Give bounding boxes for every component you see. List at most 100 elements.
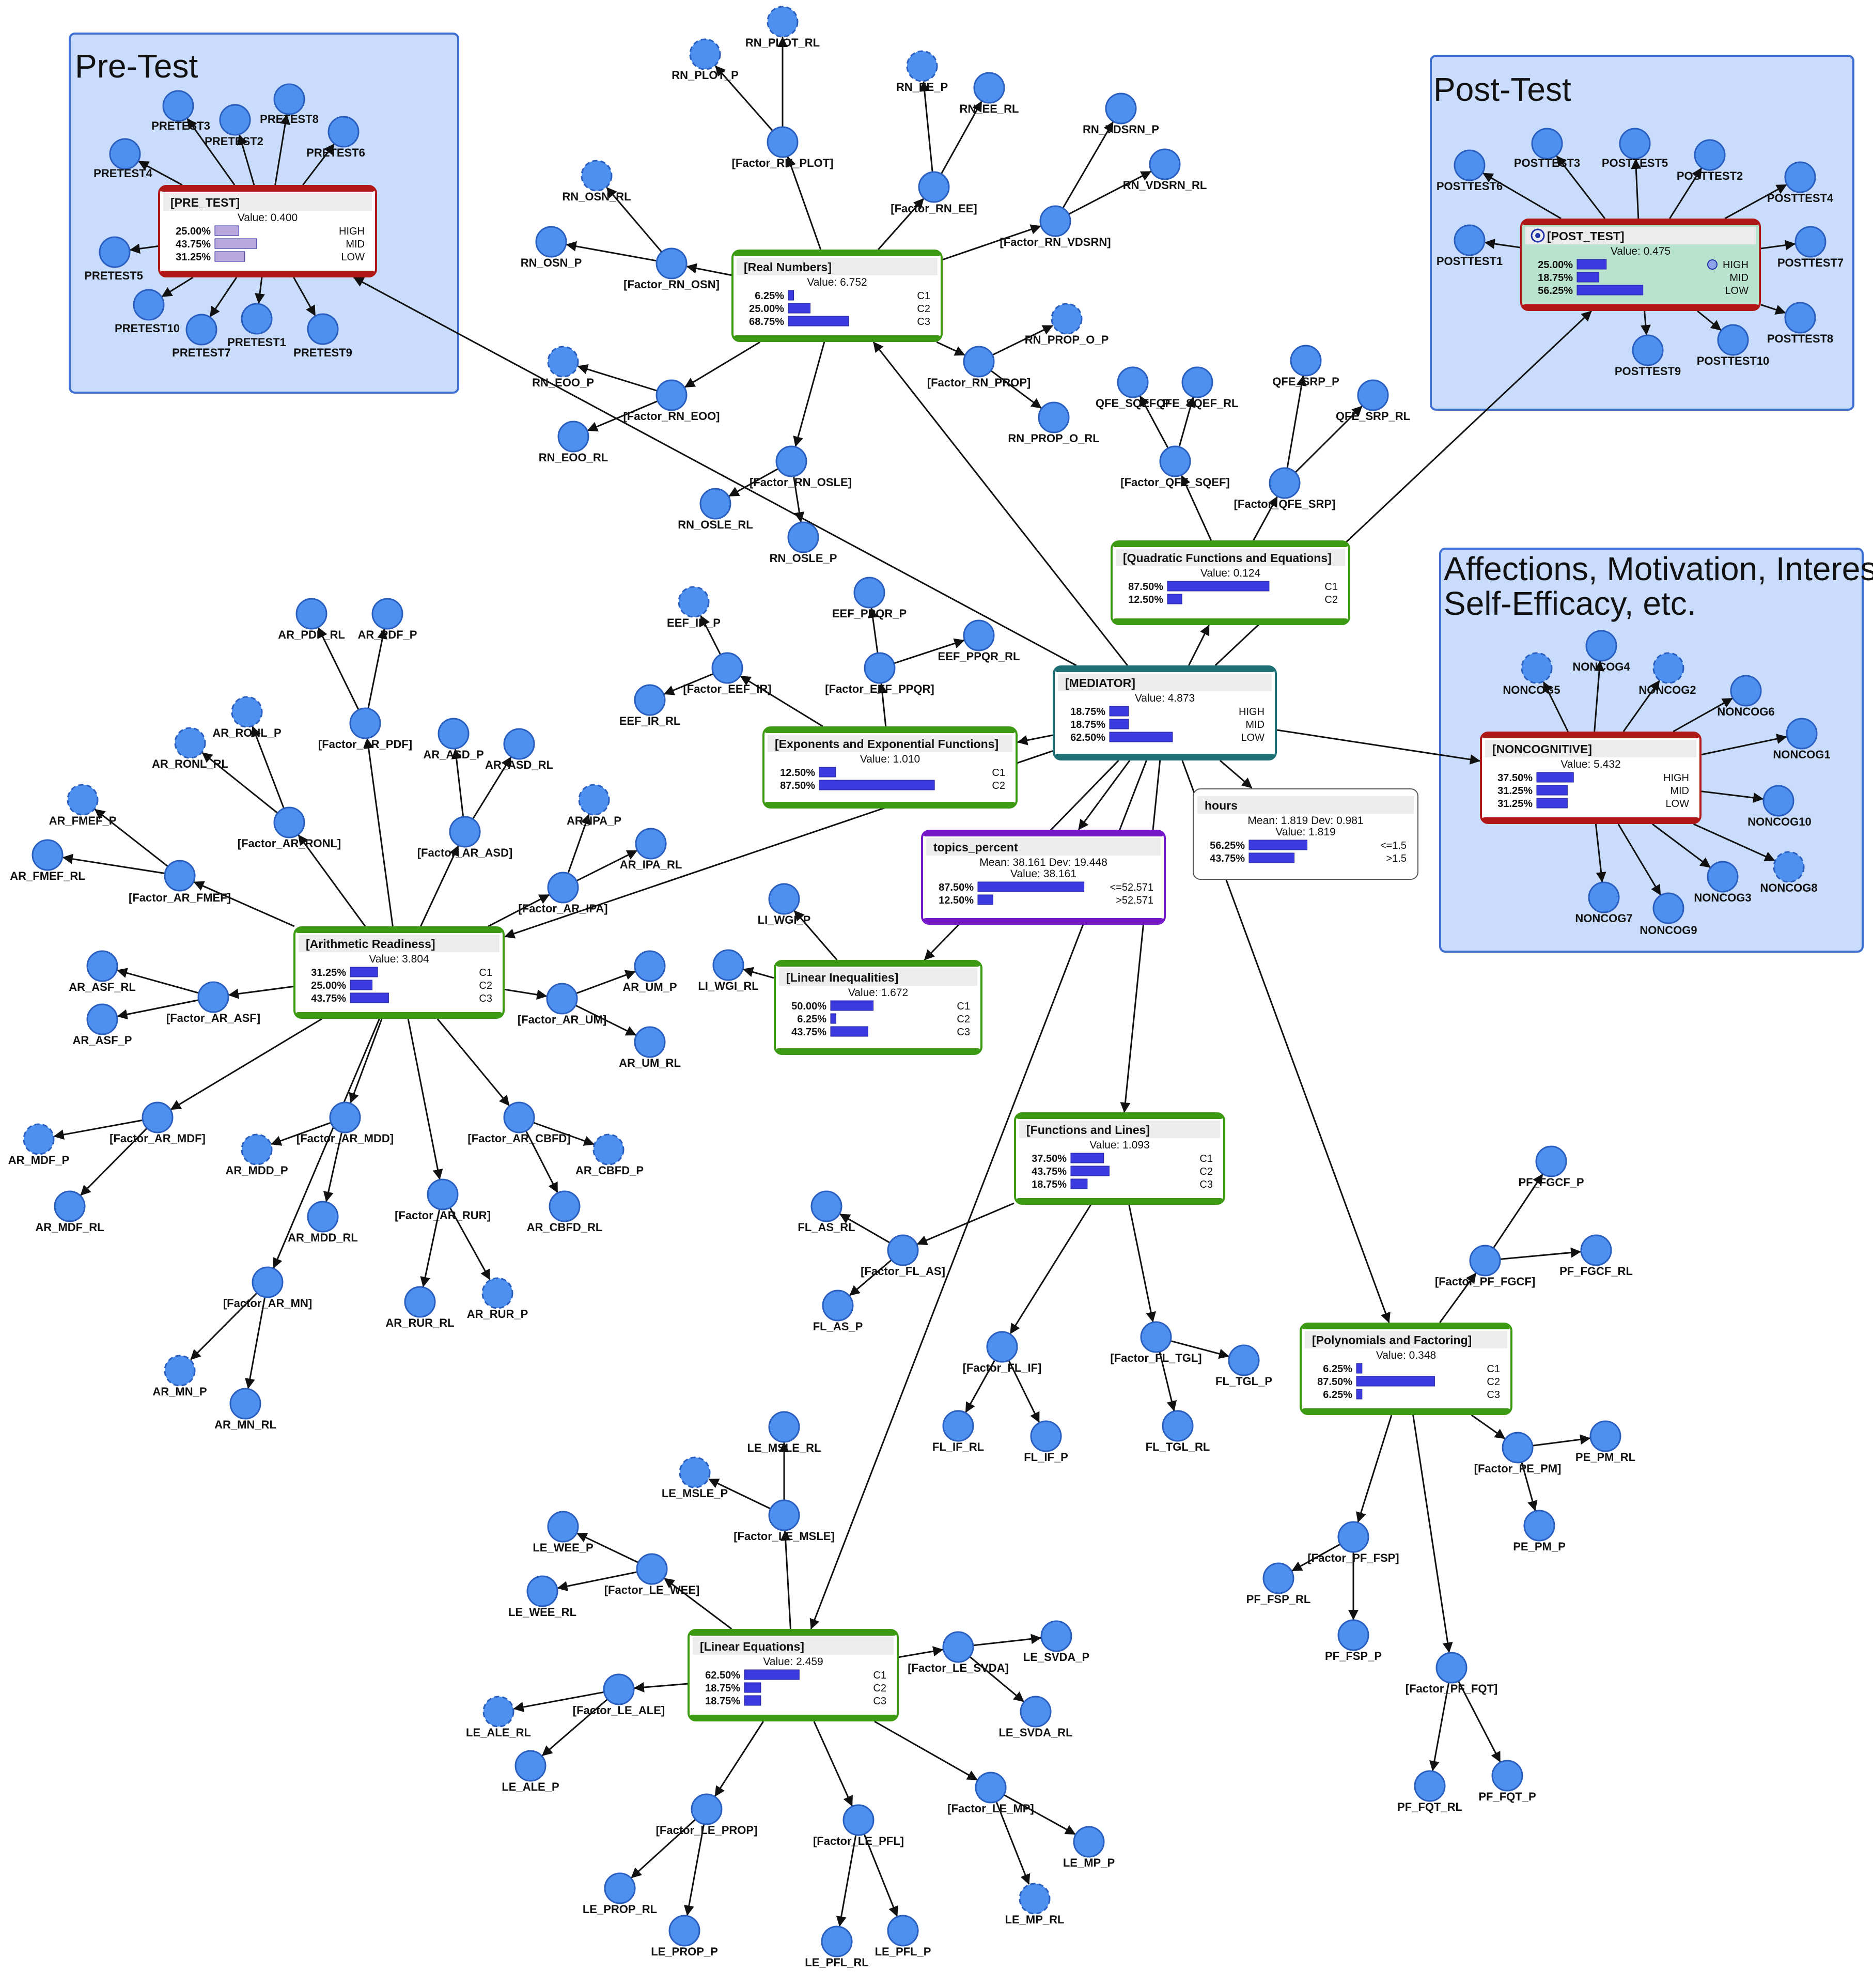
node-eef-ppqr-p[interactable]: EEF_PPQR_P <box>832 577 907 620</box>
node-f-ar-pdf[interactable]: [Factor_AR_PDF] <box>318 707 412 751</box>
node-circle[interactable] <box>822 1290 854 1322</box>
node-circle[interactable] <box>1181 366 1213 398</box>
node-circle[interactable] <box>99 236 131 268</box>
node-pt1[interactable]: PRETEST1 <box>227 303 286 349</box>
node-nc10[interactable]: NONCOG10 <box>1747 785 1812 828</box>
node-circle[interactable] <box>1786 718 1818 750</box>
node-circle[interactable] <box>1619 128 1651 160</box>
node-eef-ir-rl[interactable]: EEF_IR_RL <box>619 684 681 727</box>
node-le-pfl-rl[interactable]: LE_PFL_RL <box>805 1925 869 1969</box>
node-pf-fqt-rl[interactable]: PF_FQT_RL <box>1397 1770 1462 1813</box>
node-circle[interactable] <box>578 784 610 816</box>
node-po7[interactable]: POSTTEST7 <box>1777 226 1844 269</box>
node-circle[interactable] <box>1038 401 1070 433</box>
node-circle[interactable] <box>655 247 688 279</box>
node-circle[interactable] <box>449 816 481 848</box>
node-qfe-srp-p[interactable]: QFE_SRP_P <box>1272 345 1339 388</box>
node-circle[interactable] <box>329 1101 361 1133</box>
node-circle[interactable] <box>231 696 263 728</box>
node-po6[interactable]: POSTTEST6 <box>1437 149 1503 193</box>
node-le-ale-p[interactable]: LE_ALE_P <box>502 1750 559 1793</box>
node-f-le-pfl[interactable]: [Factor_LE_PFL] <box>813 1804 904 1847</box>
node-f-le-msle[interactable]: [Factor_LE_MSLE] <box>733 1499 835 1543</box>
node-circle[interactable] <box>963 619 995 651</box>
node-ar-asf-p[interactable]: AR_ASF_P <box>73 1003 132 1047</box>
node-le-ale-rl[interactable]: LE_ALE_RL <box>466 1696 531 1739</box>
node-nc4[interactable]: NONCOG4 <box>1572 630 1630 673</box>
node-le-prop-p[interactable]: LE_PROP_P <box>651 1915 718 1958</box>
node-circle[interactable] <box>273 806 305 838</box>
node-f-le-prop[interactable]: [Factor_LE_PROP] <box>656 1793 758 1837</box>
node-ar-um-p[interactable]: AR_UM_P <box>622 950 677 993</box>
node-f-ar-mdf[interactable]: [Factor_AR_MDF] <box>110 1101 206 1145</box>
node-circle[interactable] <box>503 1101 535 1133</box>
node-qfe-sqef-rl[interactable]: QFE_SQEF_RL <box>1157 366 1239 410</box>
node-circle[interactable] <box>219 104 251 136</box>
panel-arithmetic[interactable]: [Arithmetic Readiness]Value: 3.80431.25%… <box>293 926 505 1019</box>
node-circle[interactable] <box>986 1331 1018 1363</box>
node-nc6[interactable]: NONCOG6 <box>1717 675 1775 718</box>
node-circle[interactable] <box>54 1190 86 1222</box>
panel-exponents[interactable]: [Exponents and Exponential Functions]Val… <box>762 726 1018 809</box>
node-circle[interactable] <box>821 1925 853 1958</box>
node-circle[interactable] <box>678 586 710 618</box>
node-qfe-sqef-p[interactable]: QFE_SQEF_P <box>1096 366 1170 410</box>
node-fl-as-p[interactable]: FL_AS_P <box>813 1290 863 1333</box>
node-eef-ir-p[interactable]: EEF_IR_P <box>667 586 721 629</box>
node-circle[interactable] <box>482 1696 514 1728</box>
node-circle[interactable] <box>1784 302 1816 334</box>
node-circle[interactable] <box>1652 892 1684 924</box>
node-f-fl-as[interactable]: [Factor_FL_AS] <box>861 1234 945 1278</box>
node-po8[interactable]: POSTTEST8 <box>1767 302 1833 345</box>
node-f-ar-mn[interactable]: [Factor_AR_MN] <box>223 1266 312 1310</box>
node-circle[interactable] <box>1469 1245 1501 1277</box>
node-circle[interactable] <box>164 1355 196 1387</box>
node-le-msle-p[interactable]: LE_MSLE_P <box>662 1456 728 1500</box>
node-pt8[interactable]: PRETEST8 <box>260 83 319 126</box>
node-circle[interactable] <box>634 950 666 982</box>
node-ar-um-rl[interactable]: AR_UM_RL <box>619 1026 681 1069</box>
node-circle[interactable] <box>1269 467 1301 499</box>
node-pf-fsp-p[interactable]: PF_FSP_P <box>1325 1619 1382 1663</box>
node-circle[interactable] <box>1454 224 1486 256</box>
node-le-prop-rl[interactable]: LE_PROP_RL <box>583 1872 657 1916</box>
panel-linear-eq[interactable]: [Linear Equations]Value: 2.45962.50%C118… <box>688 1629 899 1721</box>
node-circle[interactable] <box>1585 630 1617 662</box>
node-circle[interactable] <box>1531 128 1563 160</box>
node-circle[interactable] <box>241 1133 273 1166</box>
node-circle[interactable] <box>197 981 229 1013</box>
node-nc3[interactable]: NONCOG3 <box>1694 861 1752 904</box>
node-po1[interactable]: POSTTEST1 <box>1437 224 1503 268</box>
node-f-rn-eoo[interactable]: [Factor_RN_EOO] <box>623 379 720 423</box>
node-circle[interactable] <box>1105 92 1137 125</box>
node-f-pe-pm[interactable]: [Factor_PE_PM] <box>1474 1432 1562 1475</box>
node-f-pf-fsp[interactable]: [Factor_PF_FSP] <box>1307 1521 1399 1564</box>
node-circle[interactable] <box>942 1410 974 1442</box>
node-circle[interactable] <box>109 138 141 170</box>
node-circle[interactable] <box>768 1411 800 1443</box>
node-f-ar-cbfd[interactable]: [Factor_AR_CBFD] <box>467 1101 571 1145</box>
node-po10[interactable]: POSTTEST10 <box>1697 324 1770 367</box>
node-pf-fqt-p[interactable]: PF_FQT_P <box>1478 1760 1536 1803</box>
node-circle[interactable] <box>295 598 327 630</box>
panel-real-numbers[interactable]: [Real Numbers]Value: 6.7526.25%C125.00%C… <box>731 250 943 342</box>
node-circle[interactable] <box>1337 1619 1369 1651</box>
node-circle[interactable] <box>887 1915 919 1947</box>
node-circle[interactable] <box>1140 1321 1172 1353</box>
node-circle[interactable] <box>775 445 807 477</box>
panel-mediator[interactable]: [MEDIATOR]Value: 4.87318.75%HIGH18.75%MI… <box>1053 665 1277 760</box>
node-circle[interactable] <box>481 1277 513 1309</box>
node-po5[interactable]: POSTTEST5 <box>1602 128 1668 169</box>
node-rn-vdsrn-rl[interactable]: RN_VDSRN_RL <box>1123 148 1207 192</box>
panel-functions-lines[interactable]: [Functions and Lines]Value: 1.09337.50%C… <box>1014 1112 1225 1205</box>
node-le-wee-p[interactable]: LE_WEE_P <box>533 1511 594 1554</box>
node-circle[interactable] <box>1337 1521 1369 1553</box>
node-circle[interactable] <box>810 1190 842 1222</box>
node-circle[interactable] <box>906 50 938 82</box>
node-circle[interactable] <box>1290 345 1322 377</box>
node-circle[interactable] <box>712 949 744 981</box>
node-pe-pm-rl[interactable]: PE_PM_RL <box>1575 1420 1635 1464</box>
node-circle[interactable] <box>1357 379 1389 411</box>
node-circle[interactable] <box>273 83 305 115</box>
node-le-svda-p[interactable]: LE_SVDA_P <box>1023 1620 1089 1664</box>
